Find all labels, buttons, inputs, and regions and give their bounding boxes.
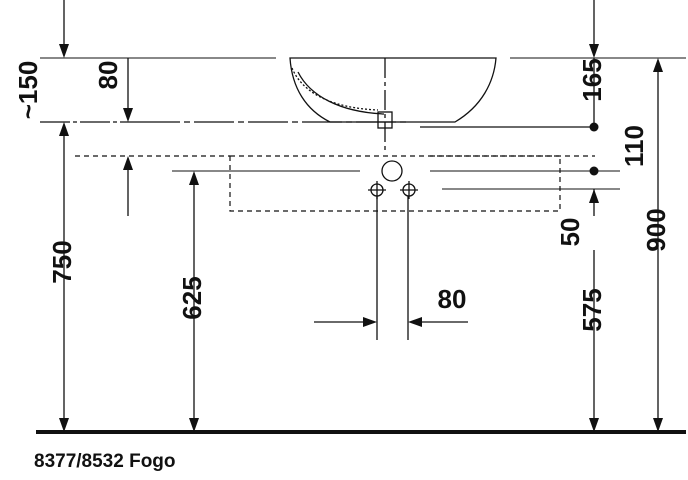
dim-575: 575 bbox=[577, 288, 607, 331]
dim-625: 625 bbox=[177, 276, 207, 319]
dim-900: 900 bbox=[641, 208, 671, 251]
dim-80-top: 80 bbox=[93, 61, 123, 90]
dim-50: 50 bbox=[555, 218, 585, 247]
waste-fittings bbox=[368, 160, 418, 199]
product-caption: 8377/8532 Fogo bbox=[34, 451, 176, 472]
waste-pipe bbox=[376, 196, 409, 340]
dim-165: 165 bbox=[577, 58, 607, 101]
worktop-outline bbox=[229, 155, 561, 212]
dim-110: 110 bbox=[619, 125, 649, 167]
dim-80-waste: 80 bbox=[438, 284, 467, 314]
dim-750: 750 bbox=[47, 240, 77, 283]
dimension-lines bbox=[59, 0, 663, 432]
dim-approx-150: ~150 bbox=[13, 61, 43, 120]
basin-bowl bbox=[289, 57, 497, 150]
